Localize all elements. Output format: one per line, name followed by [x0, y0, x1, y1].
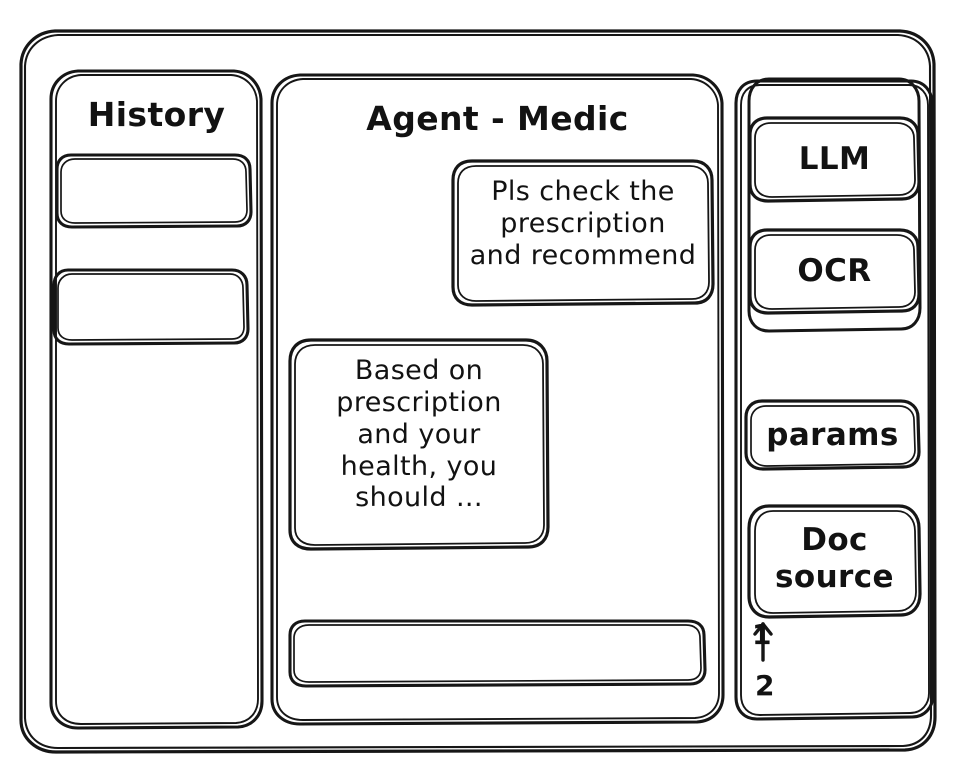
doc-source-label: Doc source [775, 522, 894, 595]
message-composer-input[interactable] [290, 621, 705, 686]
history-item-2[interactable] [54, 270, 248, 344]
user-message-bubble[interactable]: Pls check the prescription and recommend [453, 161, 713, 305]
doc-source-entry-1[interactable]: 1 [752, 614, 902, 654]
doc-source-entry-2[interactable]: 2 [755, 665, 905, 705]
ocr-tool-button[interactable]: OCR [750, 230, 919, 313]
doc-source-entry-1-label: 1 [752, 618, 772, 651]
user-message-text: Pls check the prescription and recommend [469, 176, 697, 271]
params-button[interactable]: params [746, 401, 919, 469]
doc-source-entry-2-label: 2 [755, 669, 775, 702]
agent-panel-title: Agent - Medic [366, 99, 629, 138]
history-panel-title: History [87, 95, 226, 134]
history-item-1[interactable] [57, 155, 251, 227]
assistant-message-text: Based on prescription and your health, y… [336, 355, 502, 514]
params-label: params [766, 417, 899, 453]
assistant-message-bubble[interactable]: Based on prescription and your health, y… [290, 340, 548, 549]
doc-source-button[interactable]: Doc source [749, 506, 920, 617]
llm-tool-button[interactable]: LLM [750, 118, 919, 201]
ocr-tool-label: OCR [797, 253, 872, 289]
llm-tool-label: LLM [798, 141, 871, 177]
